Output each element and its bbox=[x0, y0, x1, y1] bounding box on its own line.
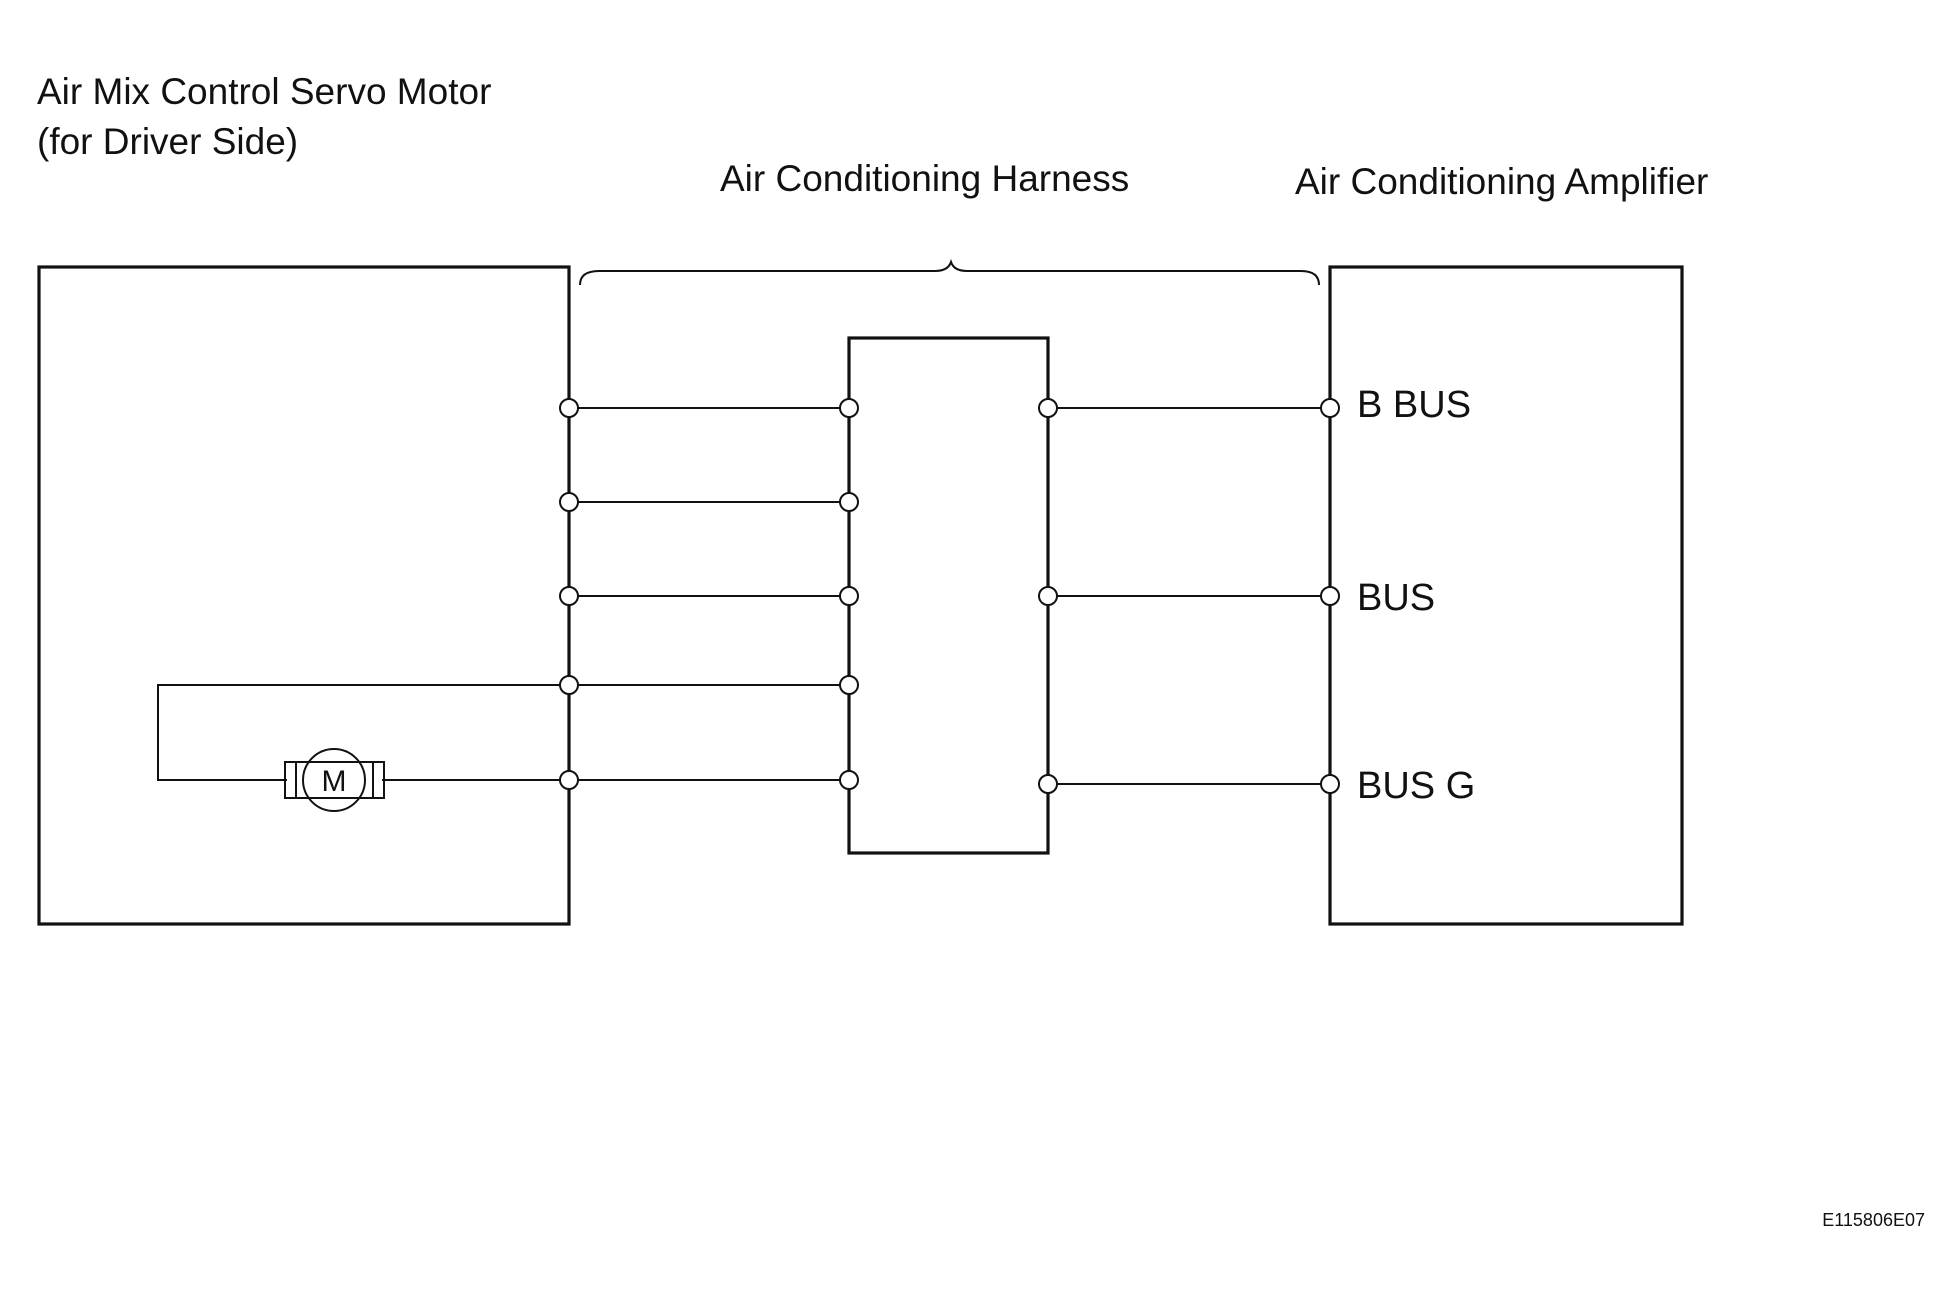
harness-left-pin-4 bbox=[839, 675, 859, 695]
motor-symbol-label: M bbox=[322, 765, 347, 798]
harness-right-pin-1 bbox=[1038, 398, 1058, 418]
harness-brace bbox=[579, 258, 1320, 286]
motor-loop-wire bbox=[157, 684, 569, 781]
figure-code: E115806E07 bbox=[1822, 1210, 1925, 1230]
servo-motor-title-line1: Air Mix Control Servo Motor bbox=[37, 71, 491, 112]
servo-motor-title-line2: (for Driver Side) bbox=[37, 121, 298, 162]
harness-right-pin-3 bbox=[1038, 774, 1058, 794]
harness-left-pin-1 bbox=[839, 398, 859, 418]
harness-right-pin-2 bbox=[1038, 586, 1058, 606]
amplifier-pin-bus bbox=[1320, 586, 1340, 606]
servo-pin-5 bbox=[559, 770, 579, 790]
servo-pin-4 bbox=[559, 675, 579, 695]
terminal-label-b-bus: B BUS bbox=[1357, 384, 1471, 426]
harness-connector-box bbox=[847, 336, 1050, 855]
servo-pin-2 bbox=[559, 492, 579, 512]
amplifier-pin-b-bus bbox=[1320, 398, 1340, 418]
terminal-label-bus-g: BUS G bbox=[1357, 765, 1475, 807]
servo-motor-box bbox=[37, 265, 571, 926]
harness-left-pin-5 bbox=[839, 770, 859, 790]
terminal-label-bus: BUS bbox=[1357, 577, 1435, 619]
amplifier-pin-bus-g bbox=[1320, 774, 1340, 794]
harness-left-pin-3 bbox=[839, 586, 859, 606]
harness-left-pin-2 bbox=[839, 492, 859, 512]
amplifier-title: Air Conditioning Amplifier bbox=[1295, 161, 1708, 202]
motor-icon bbox=[284, 748, 385, 812]
harness-title: Air Conditioning Harness bbox=[720, 158, 1129, 199]
servo-pin-3 bbox=[559, 586, 579, 606]
servo-pin-1 bbox=[559, 398, 579, 418]
